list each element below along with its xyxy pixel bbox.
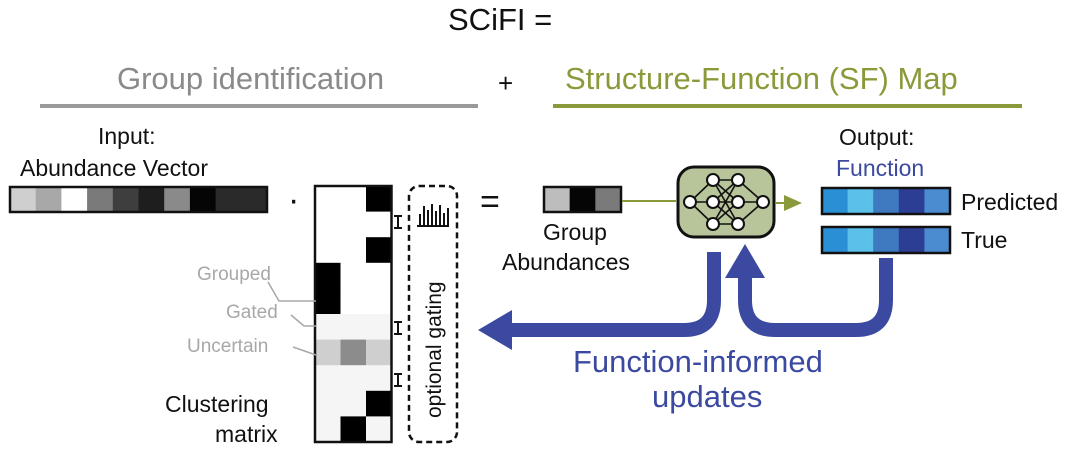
histogram-icon [417, 204, 449, 227]
optional-gating-box [407, 184, 459, 444]
abundance-cell [215, 187, 242, 212]
input-label: Input: [98, 123, 156, 149]
matrix-cell [315, 211, 341, 238]
predicted-cell-border [820, 186, 952, 216]
true-cell [873, 227, 900, 253]
matrix-border [313, 184, 393, 444]
group-abundance-cell-border [542, 185, 623, 214]
abundance-vector-label: Abundance Vector [20, 155, 208, 181]
matrix-cell [315, 237, 341, 264]
true-cell [822, 227, 849, 253]
predicted-cell [873, 188, 900, 214]
matrix-cell [366, 211, 392, 238]
gated-annotation: Gated [226, 302, 278, 323]
group-identification-label: Group identification [117, 61, 384, 96]
grouped-leader-line [267, 281, 316, 302]
abundance-cell [87, 187, 114, 212]
clustering-label: Clustering [165, 391, 269, 417]
matrix-cell [340, 390, 367, 417]
updates-label: updates [652, 379, 762, 414]
matrix-cell [366, 390, 392, 417]
abundance-cell [189, 187, 217, 212]
neural-network-icon [676, 165, 776, 239]
predicted-cell [822, 188, 849, 214]
clustering-matrix [313, 184, 393, 444]
matrix-cell [340, 211, 367, 238]
output-label: Output: [839, 124, 914, 150]
group-abundance-cell [595, 187, 622, 212]
uncertain-annotation: Uncertain [187, 336, 268, 357]
abundance-cell [112, 187, 139, 212]
matrix-cell [366, 314, 392, 340]
matrix-cell [315, 262, 341, 289]
abundances-label: Abundances [502, 249, 630, 275]
diagram-title: SCiFI = [448, 2, 552, 37]
matrix-cell [366, 339, 392, 366]
predicted-function-vector [820, 186, 952, 216]
matrix-cell [315, 390, 341, 417]
abundance-cell [164, 187, 191, 212]
predicted-label: Predicted [961, 189, 1058, 215]
grouped-annotation: Grouped [197, 264, 271, 285]
predicted-cell [898, 188, 925, 214]
matrix-cell [366, 365, 392, 392]
abundance-cell [138, 187, 165, 212]
matrix-cell [315, 186, 341, 212]
uncertain-leader-line [292, 346, 317, 356]
plus-sign: + [498, 68, 513, 98]
true-cell [847, 227, 874, 253]
matrix-cell [366, 288, 392, 315]
matrix-cell [315, 339, 341, 366]
function-informed-update-arrows [478, 244, 893, 350]
predicted-cell [847, 188, 874, 214]
matrix-cell [315, 314, 341, 340]
sf-map-label: Structure-Function (SF) Map [565, 61, 958, 96]
predicted-cell [924, 188, 951, 214]
true-cell-border [820, 225, 952, 255]
matrix-cell [340, 365, 367, 392]
true-cell [898, 227, 925, 253]
gating-tick-marks [394, 215, 402, 387]
matrix-label: matrix [215, 421, 278, 447]
equals-operator: = [480, 183, 500, 221]
abundance-cell [35, 187, 62, 212]
matrix-cell [340, 416, 367, 443]
matrix-cell [340, 339, 367, 366]
matrix-cell [340, 262, 367, 289]
true-label: True [961, 227, 1007, 253]
abundance-cell [241, 187, 268, 212]
optional-gating-label: optional gating [423, 281, 446, 418]
function-label: Function [836, 155, 924, 181]
matrix-cell [366, 237, 392, 264]
matrix-cell [340, 237, 367, 264]
group-abundance-cell [569, 187, 596, 212]
matrix-cell [315, 288, 341, 315]
abundance-cell [10, 187, 37, 212]
matrix-cell [366, 262, 392, 289]
matrix-cell [315, 365, 341, 392]
abundance-vector [8, 185, 269, 214]
matrix-cell [340, 186, 367, 212]
true-cell [924, 227, 951, 253]
matrix-cell [340, 288, 367, 315]
matrix-cell [315, 416, 341, 443]
matrix-cell [340, 314, 367, 340]
gated-leader-line [290, 314, 316, 327]
matrix-cell [366, 416, 392, 443]
function-informed-label: Function-informed [573, 344, 823, 379]
dot-operator: · [288, 181, 299, 219]
group-abundances-vector [542, 185, 623, 214]
group-abundance-cell [544, 187, 571, 212]
matrix-cell [366, 186, 392, 212]
abundance-cell-border [8, 185, 269, 214]
group-label: Group [543, 219, 607, 245]
abundance-cell [61, 187, 88, 212]
true-function-vector [820, 225, 952, 255]
